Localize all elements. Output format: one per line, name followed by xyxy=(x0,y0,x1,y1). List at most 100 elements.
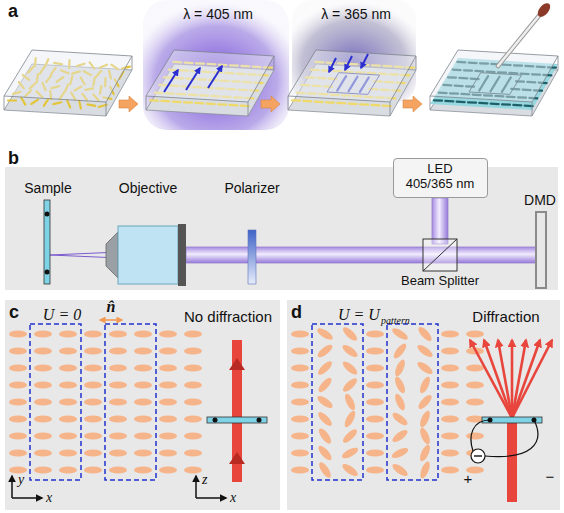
lc-molecule xyxy=(59,347,77,354)
lc-molecule xyxy=(8,99,16,101)
lc-molecule xyxy=(441,449,459,456)
lc-molecule xyxy=(418,375,432,394)
lc-molecule xyxy=(366,432,384,439)
lc-molecule xyxy=(418,426,432,445)
lc-molecule xyxy=(418,409,432,428)
diffracted-ray xyxy=(512,340,552,418)
lc-molecule xyxy=(9,347,27,354)
lc-molecule xyxy=(184,381,202,388)
lc-molecule xyxy=(9,381,27,388)
lc-molecule xyxy=(84,364,102,371)
swab-tip xyxy=(535,1,552,19)
lc-molecule xyxy=(159,381,177,388)
glass-edge xyxy=(146,96,147,110)
diffracted-ray xyxy=(498,340,512,418)
lc-molecule xyxy=(316,359,334,377)
lc-molecule xyxy=(134,330,152,337)
lc-molecule xyxy=(393,392,407,411)
lc-molecule xyxy=(341,325,359,343)
director-arrow xyxy=(100,319,122,321)
state-label: Diffraction xyxy=(472,309,539,324)
lc-molecule xyxy=(316,394,335,410)
lc-molecule xyxy=(383,105,391,108)
voltage-label: U = U xyxy=(338,307,380,323)
lc-molecule xyxy=(134,415,152,422)
component-label: Polarizer xyxy=(224,181,279,195)
lc-molecule xyxy=(349,103,357,106)
lc-molecule xyxy=(390,446,409,460)
lc-molecule xyxy=(21,98,25,105)
sample-cell xyxy=(207,417,267,423)
lc-molecule xyxy=(441,364,459,371)
lc-molecule xyxy=(9,398,27,405)
laser-beam xyxy=(507,420,517,502)
lc-molecule xyxy=(366,466,384,473)
diffracted-ray xyxy=(512,340,540,418)
component-label: Beam Splitter xyxy=(401,274,479,287)
electrode-dot xyxy=(45,270,50,275)
polarization-arrow xyxy=(186,68,200,90)
glass-plate xyxy=(4,50,132,102)
lc-molecule xyxy=(326,101,334,104)
polarization-arrow xyxy=(361,54,368,68)
voltage-label: U = 0 xyxy=(43,307,81,323)
lc-molecule xyxy=(291,381,309,388)
lc-molecule xyxy=(184,398,202,405)
lc-molecule xyxy=(134,347,152,354)
lc-molecule xyxy=(84,449,102,456)
circuit-wire xyxy=(485,420,538,457)
component-label: DMD xyxy=(524,193,556,207)
lc-molecule xyxy=(366,415,384,422)
lc-molecule xyxy=(109,432,127,439)
voltage-source-sign xyxy=(474,455,482,456)
lc-molecule xyxy=(291,398,309,405)
lc-molecule xyxy=(502,103,510,106)
lc-molecule xyxy=(159,466,177,473)
lc-molecule xyxy=(79,101,81,109)
lc-molecule xyxy=(392,342,409,361)
axis-arrow xyxy=(11,476,13,498)
lc-molecule xyxy=(159,398,177,405)
swab-stick xyxy=(498,12,542,66)
lc-molecule xyxy=(416,393,434,411)
lc-molecule xyxy=(366,347,384,354)
electrode-dot xyxy=(213,418,218,423)
glass-edge xyxy=(558,56,559,70)
panel-background xyxy=(287,300,560,510)
lc-molecule xyxy=(366,381,384,388)
uv-glow xyxy=(143,0,289,130)
lc-molecule xyxy=(34,449,52,456)
lc-molecule xyxy=(109,398,127,405)
electrode-dot xyxy=(257,418,262,423)
lc-molecule xyxy=(315,326,334,342)
lc-molecule xyxy=(441,347,459,354)
pixel-region xyxy=(387,324,438,480)
axis-label: y xyxy=(18,473,24,487)
polarity-sign: − xyxy=(546,469,555,484)
lc-molecule xyxy=(207,103,215,106)
lc-molecule xyxy=(109,449,127,456)
lc-molecule xyxy=(184,449,202,456)
component-label: Sample xyxy=(24,181,71,195)
lc-molecule xyxy=(67,100,70,107)
lc-cell xyxy=(146,50,274,116)
lc-molecule xyxy=(59,330,77,337)
lc-molecule xyxy=(9,415,27,422)
lc-molecule xyxy=(84,415,102,422)
lc-molecule xyxy=(9,449,27,456)
lc-molecule xyxy=(44,99,48,106)
lc-molecule xyxy=(184,466,202,473)
lc-molecule xyxy=(466,330,484,337)
lc-molecule xyxy=(366,330,384,337)
lc-molecule xyxy=(393,358,407,377)
lc-molecule xyxy=(84,398,102,405)
polarization-arrow xyxy=(345,56,352,70)
sample-cell xyxy=(482,417,542,423)
lc-molecule xyxy=(434,99,442,102)
lc-molecule xyxy=(159,449,177,456)
lc-molecule xyxy=(184,330,202,337)
lc-molecule xyxy=(34,330,52,337)
lc-molecule xyxy=(291,364,309,371)
lc-molecule xyxy=(491,103,499,106)
box-text: LED xyxy=(404,162,477,177)
